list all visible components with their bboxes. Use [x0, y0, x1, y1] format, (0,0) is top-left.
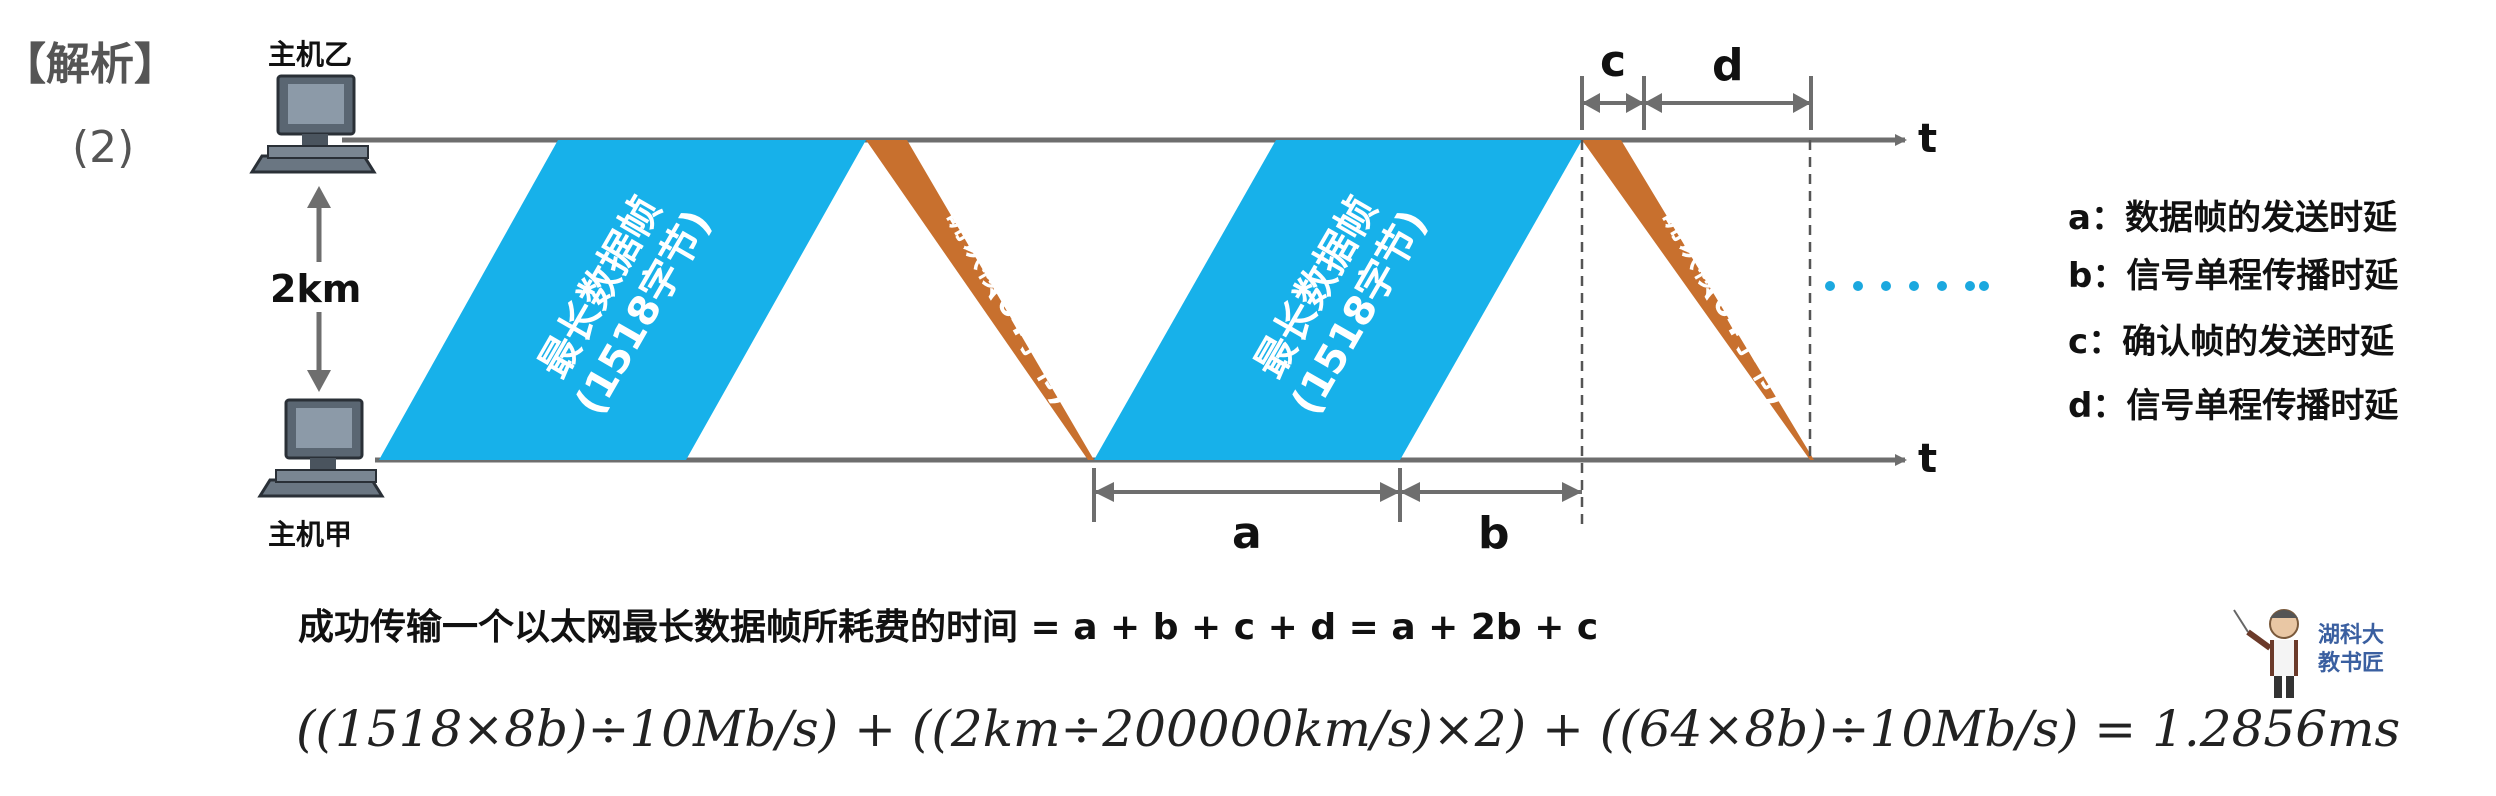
- legend-item-c: c：确认帧的发送时延: [2068, 322, 2395, 362]
- interval-a-bracket: [1092, 468, 1402, 522]
- section-header: 【解析】: [2, 39, 178, 90]
- interval-c-label: c: [1600, 36, 1626, 87]
- host-a-computer-icon: [257, 398, 385, 498]
- continuation-ellipsis: [1825, 281, 1989, 291]
- host-b-computer-icon: [249, 74, 377, 174]
- ack-frame-1: [866, 140, 1094, 460]
- calculation-expression: ((1518×8b)÷10Mb/s) + ((2km÷200000km/s)×2…: [296, 700, 2401, 758]
- interval-a-label: a: [1232, 508, 1262, 559]
- legend-item-a: a：数据帧的发送时延: [2068, 198, 2397, 238]
- time-axis-label-top: t: [1918, 116, 1937, 162]
- legend-item-d: d：信号单程传播时延: [2068, 386, 2399, 426]
- subsection-label: (2): [72, 122, 135, 173]
- ack-frame-1-label-line2: (64字节): [982, 273, 1084, 411]
- interval-b-label: b: [1478, 508, 1510, 559]
- time-axis-label-bottom: t: [1918, 436, 1937, 482]
- data-frame-2: [1094, 140, 1582, 460]
- distance-label: 2km: [270, 267, 361, 311]
- legend-item-b: b：信号单程传播时延: [2068, 256, 2399, 296]
- host-a-label: 主机甲: [268, 518, 352, 551]
- data-frame-1: [379, 140, 866, 460]
- total-time-formula: 成功传输一个以太网最长数据帧所耗费的时间 = a + b + c + d = a…: [298, 607, 1599, 648]
- teacher-avatar: [2233, 609, 2299, 698]
- teacher-brand-label: 湖科大教书匠: [2318, 623, 2385, 676]
- interval-d-label: d: [1712, 40, 1744, 91]
- ack-frame-2-label-line2: (64字节): [1698, 273, 1800, 411]
- ack-frame-2: [1582, 140, 1814, 460]
- host-b-label: 主机乙: [268, 38, 352, 71]
